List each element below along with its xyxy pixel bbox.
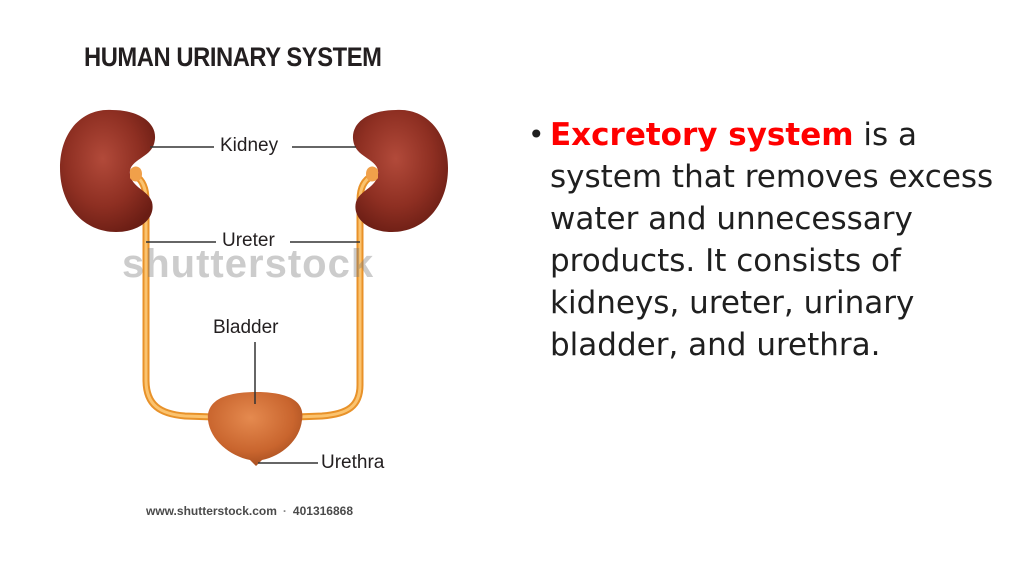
bullet-text-block: • Excretory system is a system that remo… — [528, 114, 998, 366]
ureter-label: Ureter — [222, 230, 275, 251]
credit-separator: · — [282, 504, 287, 518]
watermark: shutterstock — [122, 242, 375, 286]
left-kidney — [60, 109, 156, 232]
left-ureter-highlight — [134, 174, 216, 419]
left-kidney-hilum — [130, 166, 142, 182]
bullet-paragraph: Excretory system is a system that remove… — [550, 114, 998, 366]
kidney-label: Kidney — [220, 135, 279, 156]
bullet-marker: • — [528, 118, 545, 151]
right-kidney-hilum — [366, 166, 378, 182]
right-ureter-highlight — [294, 174, 374, 419]
bladder-organ — [207, 392, 303, 466]
urethra-label: Urethra — [321, 452, 385, 473]
bullet-highlight: Excretory system — [550, 117, 854, 153]
urinary-system-figure: HUMAN URINARY SYSTEM Kidney Ureter Bladd… — [60, 42, 448, 518]
image-credit: www.shutterstock.com · 401316868 — [146, 504, 353, 518]
credit-id: 401316868 — [292, 504, 353, 518]
diagram-title: HUMAN URINARY SYSTEM — [84, 42, 382, 72]
credit-site: www.shutterstock.com — [146, 504, 277, 518]
bladder-label: Bladder — [213, 317, 279, 338]
right-kidney — [352, 109, 448, 232]
bullet-body: is a system that removes excess water an… — [550, 117, 994, 363]
urinary-system-illustration — [60, 109, 448, 466]
